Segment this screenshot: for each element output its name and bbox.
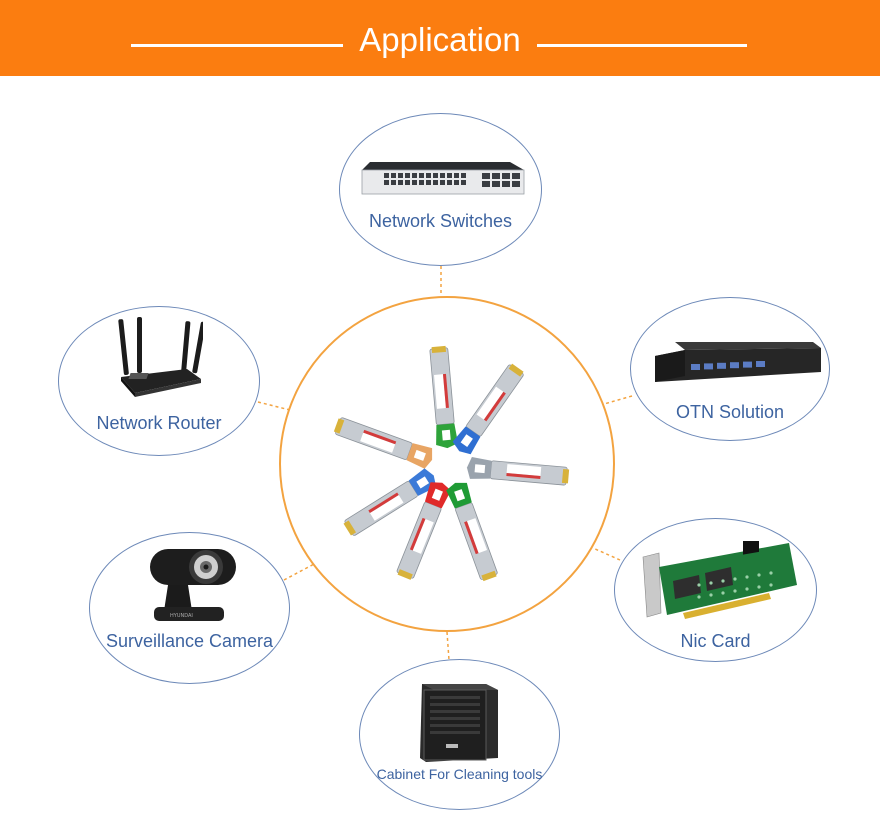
- bubble-cabinet: Cabinet For Cleaning tools: [359, 659, 560, 810]
- bubble-nic-card: Nic Card: [614, 518, 817, 662]
- transceiver-module: [452, 363, 524, 455]
- transceiver-hub: [279, 296, 615, 632]
- wifi-router-icon: [118, 317, 203, 397]
- transceiver-module: [466, 456, 570, 486]
- label-network-router: Network Router: [96, 413, 222, 433]
- bubble-network-switches: Network Switches: [339, 113, 542, 266]
- transceiver-module: [429, 345, 459, 449]
- transceiver-modules-icon: [333, 345, 570, 582]
- label-surveillance-camera: Surveillance Camera: [105, 631, 274, 651]
- network-switch-icon: [361, 162, 525, 195]
- header-banner: Application: [0, 0, 880, 76]
- header-line-left: [131, 44, 343, 47]
- bubble-otn-solution: OTN Solution: [630, 297, 830, 441]
- nic-card-icon: [642, 541, 797, 619]
- header-line-right: [537, 44, 747, 47]
- server-cabinet-icon: [420, 684, 498, 762]
- label-nic-card: Nic Card: [680, 631, 751, 651]
- svg-text:HYUNDAI: HYUNDAI: [170, 613, 193, 619]
- otn-chassis-icon: [655, 342, 821, 382]
- transceiver-module: [446, 482, 498, 582]
- bubble-network-router: Network Router: [58, 306, 260, 456]
- transceiver-module: [343, 468, 437, 536]
- transceiver-module: [396, 482, 451, 580]
- label-network-switches: Network Switches: [368, 211, 513, 231]
- page-title: Application: [0, 20, 880, 60]
- webcam-icon: HYUNDAI: [150, 549, 236, 621]
- transceiver-module: [333, 417, 433, 469]
- bubble-surveillance-camera: HYUNDAI Surveillance Camera: [89, 532, 290, 684]
- label-otn-solution: OTN Solution: [675, 402, 785, 422]
- label-cabinet: Cabinet For Cleaning tools: [376, 766, 543, 782]
